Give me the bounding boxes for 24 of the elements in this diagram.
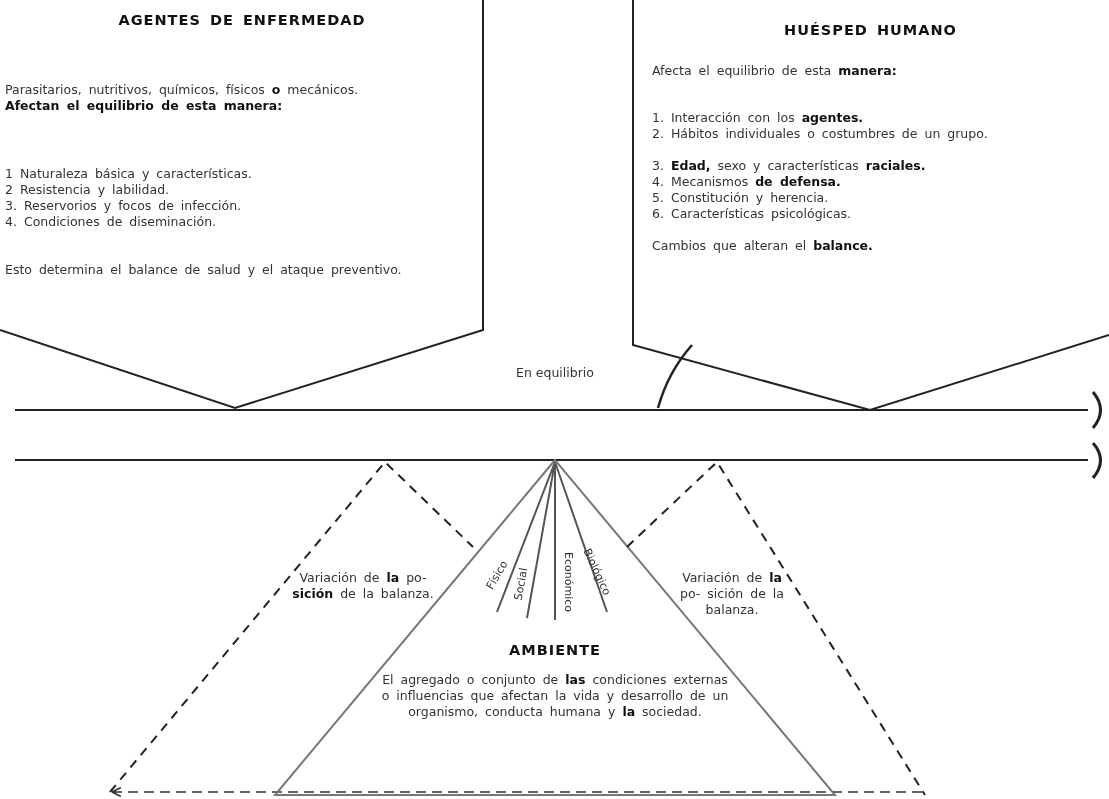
- panel-text: 3. Edad, sexo y características raciales.: [652, 158, 927, 174]
- factor-label: Social: [511, 566, 531, 602]
- variation-note: Variación de la po- sición de la balanza.: [679, 570, 785, 618]
- panel-text: 1. Interacción con los agentes.: [652, 110, 865, 126]
- panel-text: Afecta el equilibrio de esta manera:: [652, 63, 898, 79]
- panel-heading: HUÉSPED HUMANO: [783, 22, 958, 38]
- panel-text: Parasitarios, nutritivos, químicos, físicos o mecánicos.: [5, 82, 360, 98]
- panel-text: El agregado o conjunto de las condiciones externas o influencias que afectan la vida y desarrollo de un organismo, conducta humana y la sociedad.: [380, 672, 730, 720]
- panel-text: 5. Constitución y herencia.: [652, 190, 830, 206]
- panel-text: 1 Naturaleza básica y características.: [5, 166, 253, 182]
- panel-text: 2 Resistencia y labilidad.: [5, 182, 171, 198]
- balance-label: En equilibrio: [516, 364, 594, 380]
- panel-text: 4. Mecanismos de defensa.: [652, 174, 842, 190]
- panel-text: 3. Reservorios y focos de infección.: [5, 198, 243, 214]
- panel-heading: AGENTES DE ENFERMEDAD: [117, 12, 367, 28]
- panel-text: Cambios que alteran el balance.: [652, 238, 874, 254]
- panel-text: Esto determina el balance de salud y el ataque preventivo.: [5, 262, 403, 278]
- variation-note: Variación de la po- sición de la balanza.: [291, 570, 435, 602]
- panel-heading: AMBIENTE: [508, 642, 602, 658]
- panel-text: 4. Condiciones de diseminación.: [5, 214, 218, 230]
- panel-text: 2. Hábitos individuales o costumbres de un grupo.: [652, 126, 989, 142]
- panel-text: 6. Características psicológicas.: [652, 206, 853, 222]
- panel-text: Afectan el equilibrio de esta manera:: [5, 98, 284, 114]
- factor-label: Económico: [561, 552, 575, 612]
